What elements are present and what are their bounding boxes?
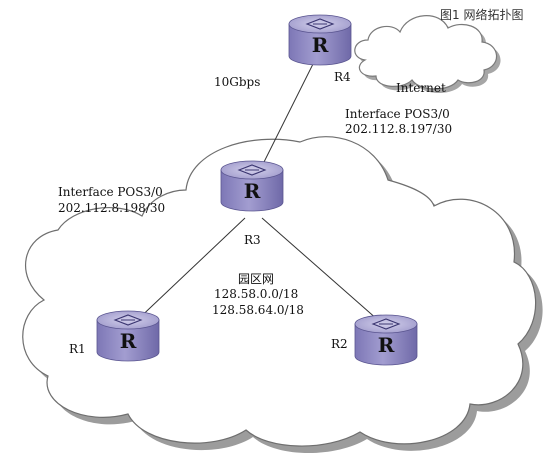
campus-name: 园区网 [238, 272, 274, 286]
router-r1-label: R1 [69, 342, 86, 356]
router-r2-icon[interactable]: R [354, 314, 418, 366]
router-r4-glyph: R [312, 33, 329, 57]
router-r1-glyph: R [120, 329, 137, 353]
campus-subnet-2: 128.58.64.0/18 [212, 303, 304, 317]
figure-title: 图1 网络拓扑图 [440, 7, 523, 22]
interface-r4-ip: 202.112.8.197/30 [345, 122, 452, 136]
campus-subnet-1: 128.58.0.0/18 [214, 287, 298, 301]
internet-label: Internet [396, 81, 446, 95]
router-r2-glyph: R [378, 333, 395, 357]
interface-r3-ip: 202.112.8.198/30 [58, 201, 165, 215]
router-r2-label: R2 [331, 337, 348, 351]
interface-r3-name: Interface POS3/0 [58, 185, 163, 199]
router-r4-label: R4 [334, 70, 351, 84]
router-r1-icon[interactable]: R [96, 310, 160, 362]
link-speed-label: 10Gbps [214, 75, 260, 89]
router-r3-label: R3 [244, 233, 261, 247]
link-r4-r3 [254, 59, 316, 181]
router-r3-glyph: R [244, 179, 261, 203]
router-r4-icon[interactable]: R [288, 14, 352, 66]
interface-r4-name: Interface POS3/0 [345, 107, 450, 121]
link-r3-r2 [261, 217, 379, 321]
campus-cloud [22, 136, 543, 454]
router-r3-icon[interactable]: R [220, 160, 284, 212]
internet-cloud [354, 15, 501, 93]
link-r3-r1 [131, 217, 246, 326]
